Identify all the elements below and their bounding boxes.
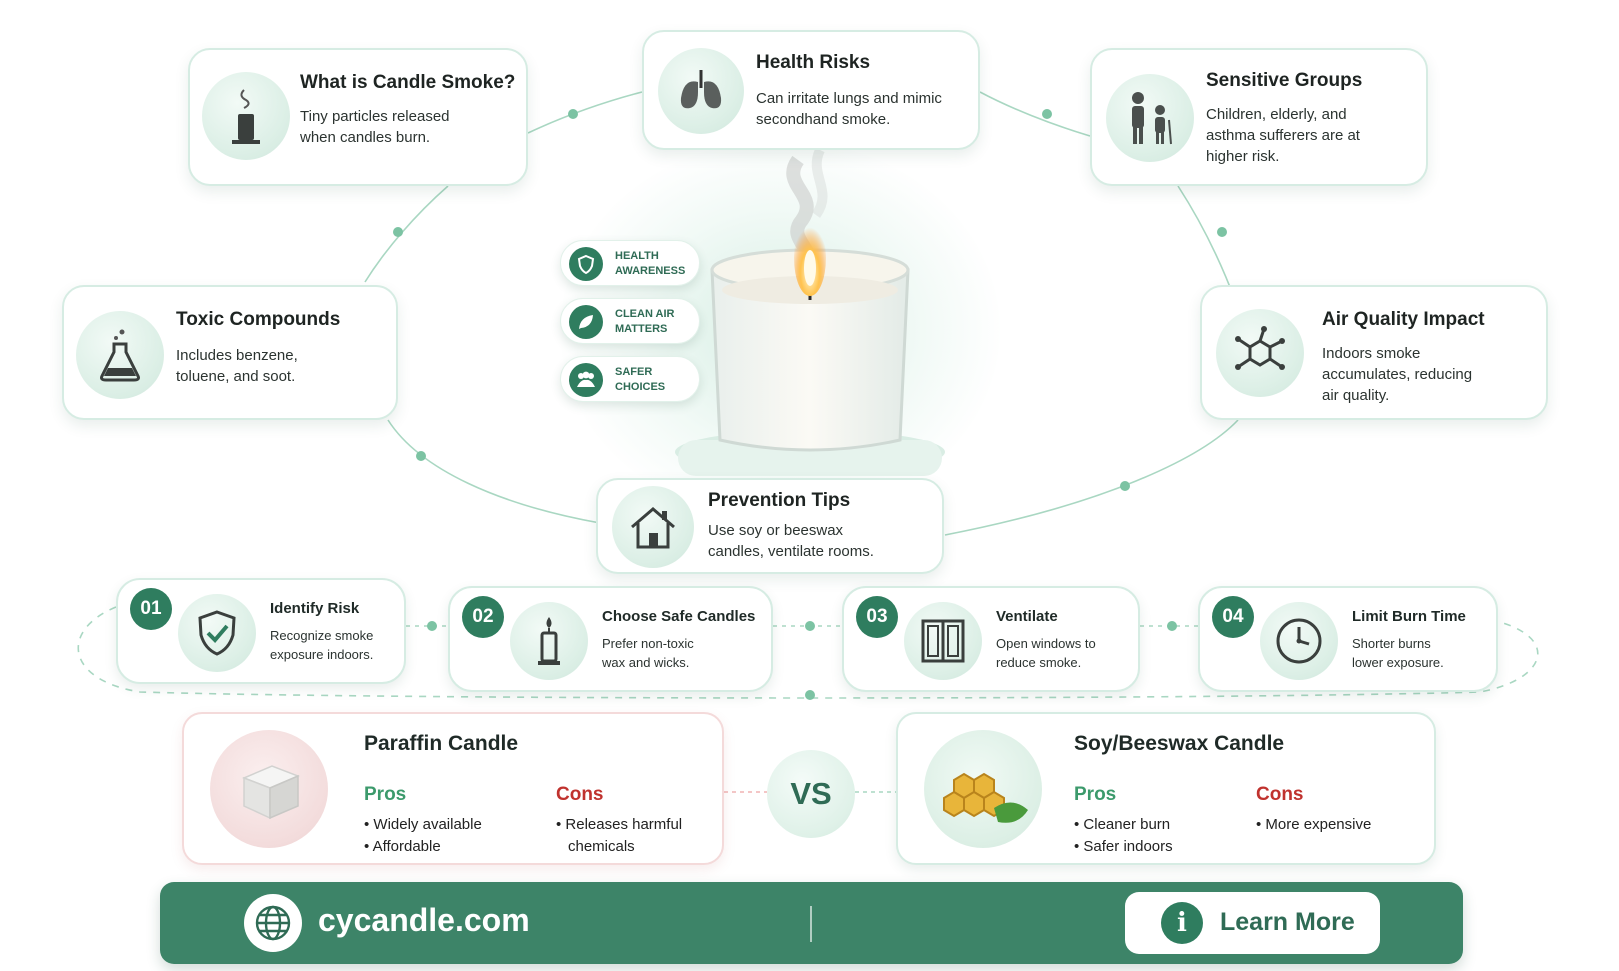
footer-bar: cycandle.com i Learn More: [160, 882, 1463, 964]
paraffin-candle-panel: Paraffin Candle Pros Cons Widely availab…: [182, 712, 724, 865]
badge-clean-air: CLEAN AIR MATTERS: [560, 298, 700, 344]
step-text: Open windows to reduce smoke.: [996, 636, 1096, 670]
cons-label: Cons: [1256, 784, 1304, 805]
candle-icon: [510, 602, 588, 680]
card-toxic-compounds: Toxic Compounds Includes benzene, toluen…: [62, 285, 398, 420]
step-number: 04: [1212, 596, 1254, 638]
paraffin-block-icon: [210, 730, 328, 848]
step-number: 03: [856, 596, 898, 638]
paraffin-cons-list: Releases harmful chemicals: [556, 814, 696, 858]
website-link[interactable]: cycandle.com: [318, 902, 530, 938]
pros-item: Cleaner burn: [1074, 814, 1173, 836]
candle-illustration: [675, 147, 945, 476]
card-title: What is Candle Smoke?: [300, 72, 516, 93]
shield-icon: [569, 247, 603, 281]
soy-pros-list: Cleaner burn Safer indoors: [1074, 814, 1173, 858]
footer-divider: [810, 906, 812, 942]
card-sensitive-groups: Sensitive Groups Children, elderly, and …: [1090, 48, 1428, 186]
step-limit-burn-time: 04 Limit Burn Time Shorter burns lower e…: [1198, 586, 1498, 692]
cons-item: Releases harmful chemicals: [556, 814, 696, 858]
card-text: Use soy or beeswax candles, ventilate ro…: [708, 522, 874, 560]
molecule-icon: [1216, 309, 1304, 397]
pros-item: Safer indoors: [1074, 836, 1172, 858]
badge-health-awareness: HEALTH AWARENESS: [560, 240, 700, 286]
globe-icon: [244, 894, 302, 952]
card-text: Tiny particles released when candles bur…: [300, 108, 450, 146]
card-text: Can irritate lungs and mimic secondhand …: [756, 90, 942, 128]
card-health-risks: Health Risks Can irritate lungs and mimi…: [642, 30, 980, 150]
vs-badge: VS: [767, 750, 855, 838]
step-ventilate: 03 Ventilate Open windows to reduce smok…: [842, 586, 1140, 692]
house-icon: [612, 486, 694, 568]
badge-label: HEALTH AWARENESS: [615, 250, 686, 277]
clock-icon: [1260, 602, 1338, 680]
step-choose-safe-candles: 02 Choose Safe Candles Prefer non-toxic …: [448, 586, 773, 692]
card-text: Indoors smoke accumulates, reducing air …: [1322, 345, 1473, 404]
card-air-quality-impact: Air Quality Impact Indoors smoke accumul…: [1200, 285, 1548, 420]
window-icon: [904, 602, 982, 680]
pros-label: Pros: [1074, 784, 1117, 805]
candle-smoke-icon: [202, 72, 290, 160]
info-icon: i: [1161, 902, 1203, 944]
step-number: 01: [130, 588, 172, 630]
lungs-icon: [658, 48, 744, 134]
card-prevention-tips: Prevention Tips Use soy or beeswax candl…: [596, 478, 944, 574]
shield-check-icon: [178, 594, 256, 672]
card-text: Children, elderly, and asthma sufferers …: [1206, 106, 1360, 165]
step-title: Limit Burn Time: [1352, 608, 1466, 625]
badge-safer-choices: SAFER CHOICES: [560, 356, 700, 402]
cons-item: More expensive: [1256, 814, 1371, 836]
step-text: Prefer non-toxic wax and wicks.: [602, 636, 694, 670]
people-icon: [569, 363, 603, 397]
badge-label: SAFER CHOICES: [615, 366, 666, 393]
honeycomb-icon: [924, 730, 1042, 848]
step-title: Choose Safe Candles: [602, 608, 756, 625]
step-title: Ventilate: [996, 608, 1058, 625]
card-title: Health Risks: [756, 52, 871, 73]
card-title: Air Quality Impact: [1322, 309, 1485, 330]
paraffin-pros-list: Widely available Affordable: [364, 814, 482, 858]
pros-item: Affordable: [364, 836, 482, 858]
learn-more-button[interactable]: i Learn More: [1125, 892, 1380, 954]
step-text: Shorter burns lower exposure.: [1352, 636, 1444, 670]
card-text: Includes benzene, toluene, and soot.: [176, 347, 298, 385]
card-title: Prevention Tips: [708, 490, 851, 511]
step-title: Identify Risk: [270, 600, 360, 617]
pros-item: Widely available: [364, 814, 481, 836]
flask-icon: [76, 311, 164, 399]
learn-more-label: Learn More: [1220, 908, 1355, 936]
soy-beeswax-candle-panel: Soy/Beeswax Candle Pros Cons Cleaner bur…: [896, 712, 1436, 865]
pros-label: Pros: [364, 784, 407, 805]
paraffin-title: Paraffin Candle: [364, 732, 519, 755]
step-identify-risk: 01 Identify Risk Recognize smoke exposur…: [116, 578, 406, 684]
cons-label: Cons: [556, 784, 604, 805]
soy-cons-list: More expensive: [1256, 814, 1371, 836]
leaf-icon: [569, 305, 603, 339]
step-text: Recognize smoke exposure indoors.: [270, 628, 374, 662]
soy-title: Soy/Beeswax Candle: [1074, 732, 1285, 755]
badge-label: CLEAN AIR MATTERS: [615, 308, 675, 335]
card-what-is-candle-smoke: What is Candle Smoke? Tiny particles rel…: [188, 48, 528, 186]
family-icon: [1106, 74, 1194, 162]
card-title: Toxic Compounds: [176, 309, 341, 330]
step-number: 02: [462, 596, 504, 638]
card-title: Sensitive Groups: [1206, 70, 1363, 91]
